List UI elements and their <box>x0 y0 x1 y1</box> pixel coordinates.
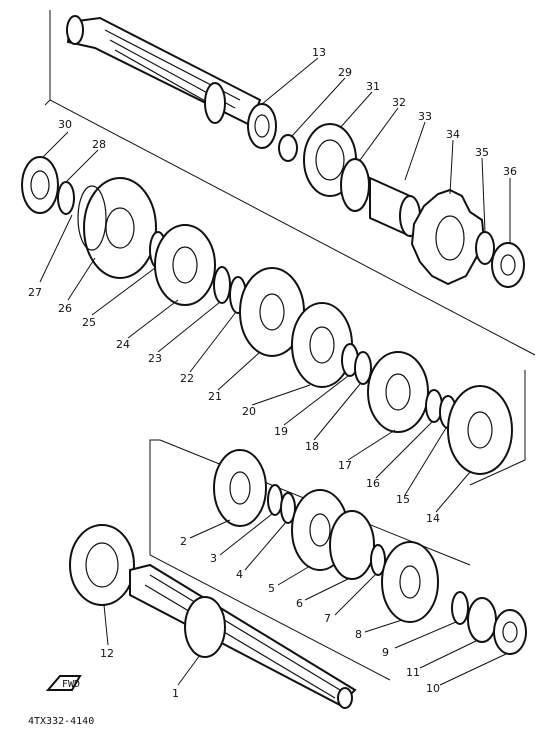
main-shaft-frame <box>44 10 536 486</box>
label-31: 31 <box>366 80 380 93</box>
label-35: 35 <box>475 146 489 159</box>
label-19: 19 <box>274 425 288 438</box>
gear-20 <box>291 302 353 388</box>
washer-9 <box>451 591 469 625</box>
main-shaft <box>66 15 262 127</box>
washer-35 <box>475 231 495 265</box>
label-12: 12 <box>100 647 114 660</box>
label-7: 7 <box>324 612 331 625</box>
gear-2 <box>213 449 267 527</box>
label-21: 21 <box>208 390 222 403</box>
bearing-12 <box>69 524 135 606</box>
label-4: 4 <box>236 568 243 581</box>
gear-17 <box>367 351 429 433</box>
collar-33 <box>369 176 421 238</box>
drive-axle-1 <box>129 563 357 709</box>
circlip-18 <box>354 351 372 385</box>
collar-29 <box>278 134 298 162</box>
gear-13 <box>247 103 277 149</box>
label-3: 3 <box>210 552 217 565</box>
label-26: 26 <box>58 302 72 315</box>
gear-14 <box>447 385 513 475</box>
gear-8 <box>381 541 439 623</box>
part-code: 4TX332-4140 <box>28 716 94 727</box>
label-6: 6 <box>296 597 303 610</box>
label-33: 33 <box>418 110 432 123</box>
bearing-30 <box>21 156 59 214</box>
label-11: 11 <box>406 666 420 679</box>
label-16: 16 <box>366 477 380 490</box>
circlip-32 <box>340 158 370 212</box>
label-23: 23 <box>148 352 162 365</box>
label-15: 15 <box>396 493 410 506</box>
label-22: 22 <box>180 372 194 385</box>
label-24: 24 <box>116 338 130 351</box>
label-30: 30 <box>58 118 72 131</box>
label-20: 20 <box>242 405 256 418</box>
label-10: 10 <box>426 682 440 695</box>
label-5: 5 <box>268 582 275 595</box>
nut-36 <box>491 242 525 288</box>
svg-text:FWD: FWD <box>62 679 80 690</box>
bearing-11 <box>467 597 497 643</box>
label-2: 2 <box>180 535 187 548</box>
label-25: 25 <box>82 316 96 329</box>
gear-26 <box>77 177 157 279</box>
sprocket-34 <box>410 188 486 286</box>
gear-24 <box>154 224 216 306</box>
label-1: 1 <box>172 687 179 700</box>
label-36: 36 <box>503 165 517 178</box>
label-17: 17 <box>338 459 352 472</box>
circlip-4 <box>280 492 296 524</box>
circlip-7 <box>370 544 386 576</box>
label-18: 18 <box>305 440 319 453</box>
oil-seal-10 <box>493 609 527 655</box>
callout-labels: 1 2 3 4 5 6 7 8 9 10 11 12 13 14 15 16 1… <box>28 46 517 700</box>
label-14: 14 <box>426 512 440 525</box>
label-32: 32 <box>392 96 406 109</box>
label-34: 34 <box>446 128 460 141</box>
washer-3 <box>267 484 283 516</box>
front-arrow-icon: FWD <box>45 675 82 691</box>
label-13: 13 <box>312 46 326 59</box>
label-27: 27 <box>28 286 42 299</box>
circlip-23 <box>213 266 231 304</box>
gear-6 <box>329 510 375 580</box>
label-8: 8 <box>355 628 362 641</box>
leader-lines <box>39 57 511 686</box>
washer-28 <box>57 181 75 215</box>
label-28: 28 <box>92 138 106 151</box>
label-9: 9 <box>382 646 389 659</box>
label-29: 29 <box>338 66 352 79</box>
